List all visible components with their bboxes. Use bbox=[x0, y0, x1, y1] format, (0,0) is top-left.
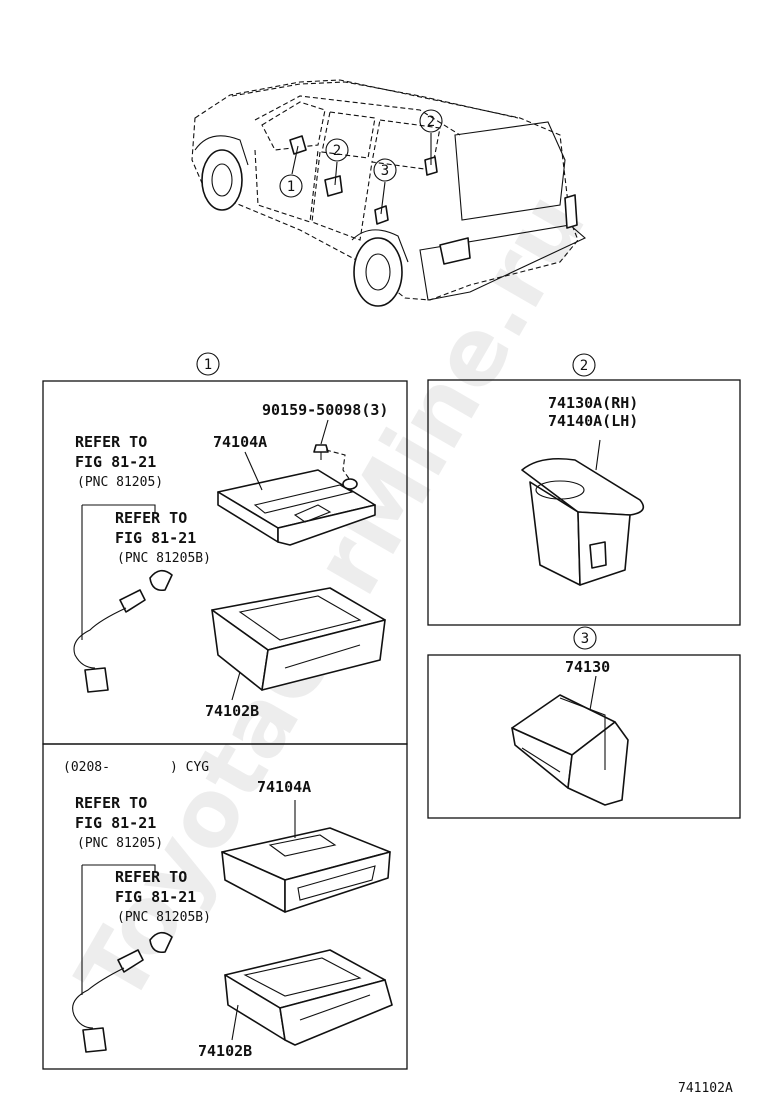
vehicle-illustration bbox=[191, 79, 586, 307]
reference-2-line-2: FIG 81-21 bbox=[115, 529, 196, 547]
condition-start: (0208- bbox=[63, 760, 110, 775]
ashtray-drawing bbox=[211, 587, 386, 701]
reference-2-line-1-alt: REFER TO bbox=[115, 868, 187, 886]
reference-2-line-3: (PNC 81205B) bbox=[117, 551, 211, 566]
vehicle-callout-1: 1 bbox=[279, 174, 303, 198]
condition-end: ) CYG bbox=[170, 760, 209, 775]
rear-ashtray-part-number: 74130 bbox=[565, 658, 610, 676]
part-number-lh: 74140A(LH) bbox=[548, 412, 638, 430]
vehicle-callout-2a: 2 bbox=[325, 138, 349, 162]
part-number-rh: 74130A(RH) bbox=[548, 394, 638, 412]
reference-2-line-1: REFER TO bbox=[115, 509, 187, 527]
reference-1-line-2: FIG 81-21 bbox=[75, 453, 156, 471]
vehicle-callout-3: 3 bbox=[373, 158, 397, 182]
rear-ashtray-drawing bbox=[511, 675, 629, 806]
section-1-callout: 1 bbox=[196, 352, 220, 376]
section-2-number: 2 bbox=[580, 358, 588, 374]
section-3-callout: 3 bbox=[573, 626, 597, 650]
ashtray-drawing-alt bbox=[224, 949, 393, 1046]
bolt-drawing bbox=[313, 419, 351, 481]
reference-1-line-1: REFER TO bbox=[75, 433, 147, 451]
bulb-socket-drawing bbox=[73, 504, 173, 693]
reference-2-line-2-alt: FIG 81-21 bbox=[115, 888, 196, 906]
callout-1-label: 1 bbox=[287, 179, 295, 195]
ashtray-part-number-alt: 74102B bbox=[198, 1042, 252, 1060]
callout-2-label: 2 bbox=[333, 143, 341, 159]
section-2-callout: 2 bbox=[572, 353, 596, 377]
reference-2-line-3-alt: (PNC 81205B) bbox=[117, 910, 211, 925]
callout-3-label: 3 bbox=[381, 163, 389, 179]
callout-2-label: 2 bbox=[427, 114, 435, 130]
reference-1-line-1-alt: REFER TO bbox=[75, 794, 147, 812]
bracket-drawing-alt bbox=[221, 800, 391, 913]
bulb-socket-drawing-alt bbox=[72, 864, 173, 1053]
section-2-box bbox=[427, 379, 741, 626]
ashtray-part-number: 74102B bbox=[205, 702, 259, 720]
bracket-drawing bbox=[217, 451, 376, 546]
figure-id: 741102A bbox=[678, 1081, 733, 1096]
section-1-bottom-box bbox=[42, 743, 408, 1070]
section-3-box bbox=[427, 654, 741, 819]
bracket-part-number-alt: 74104A bbox=[257, 778, 311, 796]
section-3-number: 3 bbox=[581, 631, 589, 647]
vehicle-callout-2b: 2 bbox=[419, 109, 443, 133]
reference-1-line-3: (PNC 81205) bbox=[77, 475, 163, 490]
reference-1-line-3-alt: (PNC 81205) bbox=[77, 836, 163, 851]
bracket-part-number: 74104A bbox=[213, 433, 267, 451]
side-ashtray-drawing bbox=[521, 439, 645, 586]
section-1-number: 1 bbox=[204, 357, 212, 373]
bolt-part-number: 90159-50098(3) bbox=[262, 401, 388, 419]
reference-1-line-2-alt: FIG 81-21 bbox=[75, 814, 156, 832]
